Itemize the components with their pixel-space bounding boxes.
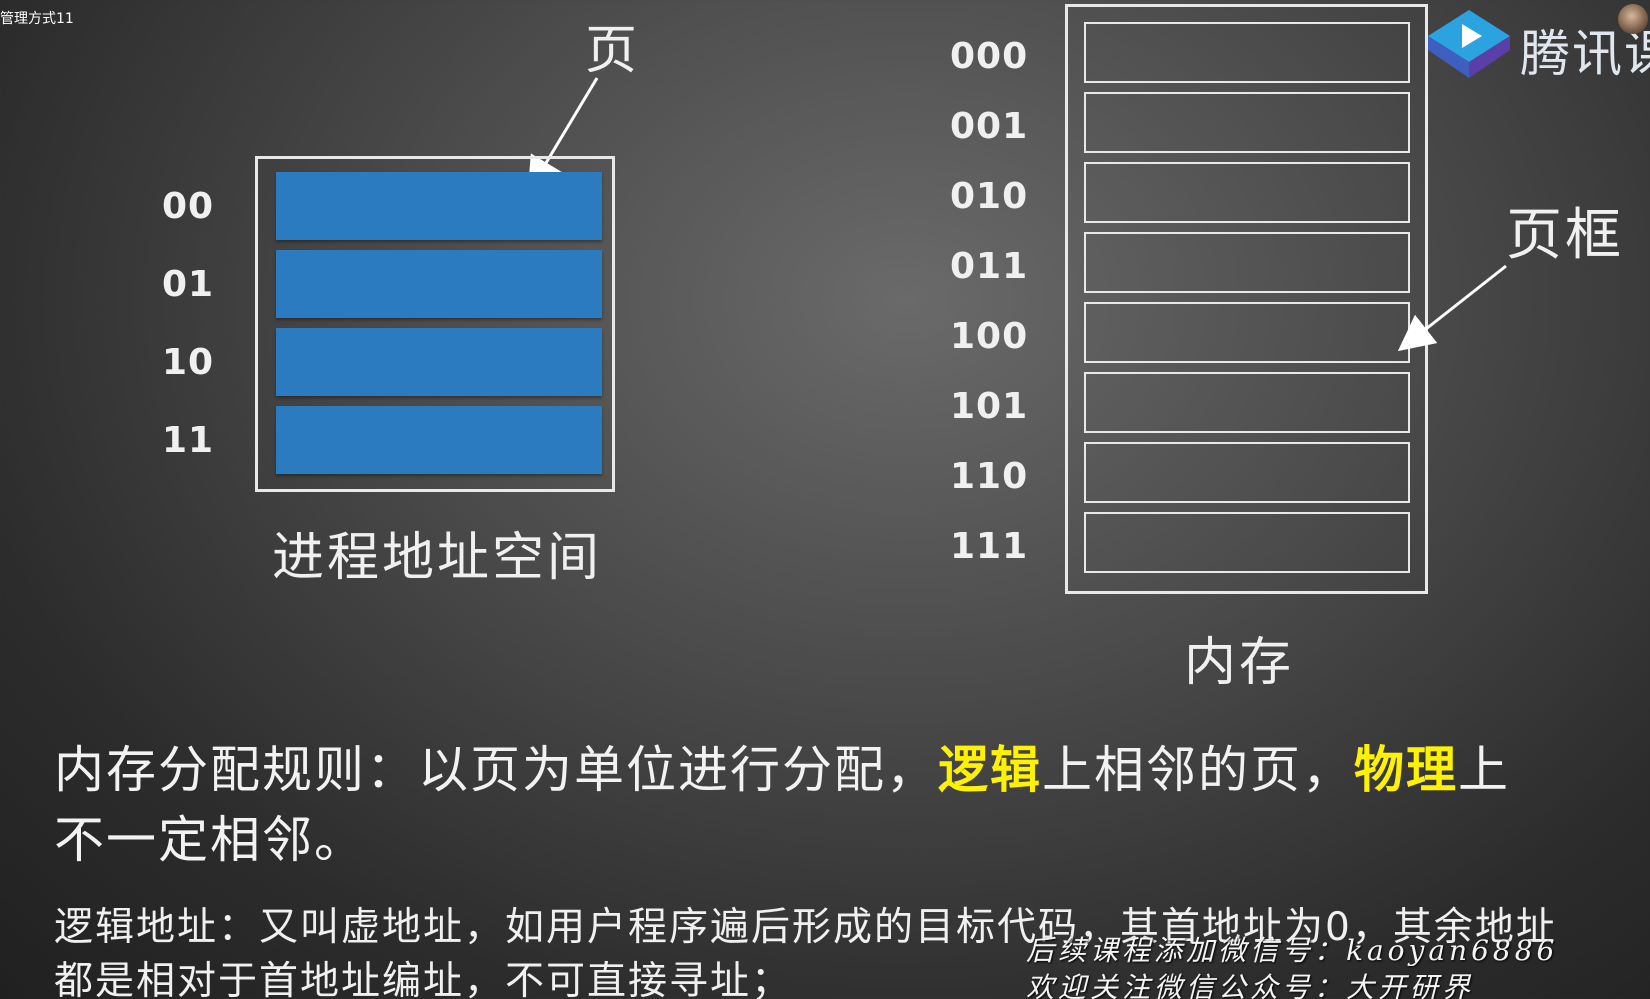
page-frame: [1084, 372, 1410, 433]
page-frame: [1084, 92, 1410, 153]
rule-middle: 上相邻的页，: [1042, 741, 1354, 799]
memory-address-label: 101: [950, 386, 1029, 427]
rule-highlight-physical: 物理: [1354, 741, 1458, 799]
tencent-classroom-logo-icon: [1424, 6, 1514, 86]
process-address-space-box: [255, 156, 615, 492]
page-frame: [1084, 302, 1410, 363]
brand-name: 腾讯课: [1520, 25, 1650, 83]
process-address-label: 11: [162, 420, 215, 461]
page-frame: [1084, 232, 1410, 293]
allocation-rule-line1: 内存分配规则：以页为单位进行分配，逻辑上相邻的页，物理上: [54, 730, 1510, 802]
page-block: [276, 250, 602, 318]
page-frame: [1084, 512, 1410, 573]
process-address-label: 00: [162, 186, 215, 227]
page-block: [276, 328, 602, 396]
memory-caption: 内存: [1184, 633, 1295, 693]
page-frame-label: 页框: [1506, 203, 1624, 268]
page-frame: [1084, 442, 1410, 503]
page-arrow-icon: [527, 77, 599, 194]
logical-address-note-line2: 都是相对于首地址编址，不可直接寻址；: [54, 959, 793, 999]
page-block: [276, 406, 602, 474]
memory-address-label: 000: [950, 36, 1029, 77]
process-address-label: 10: [162, 342, 215, 383]
memory-address-label: 111: [950, 526, 1029, 567]
page-block: [276, 172, 602, 240]
memory-box: [1065, 4, 1428, 594]
logical-address-note-line1: 逻辑地址：又叫虚地址，如用户程序遍后形成的目标代码，其首地址为0，其余地址: [54, 905, 1557, 950]
allocation-rule-line2: 不一定相邻。: [54, 811, 366, 869]
page-frame: [1084, 22, 1410, 83]
avatar: [1618, 4, 1648, 34]
memory-address-label: 110: [950, 456, 1029, 497]
page-frame-arrow-icon: [1397, 264, 1507, 352]
rule-highlight-logical: 逻辑: [938, 741, 1042, 799]
memory-address-label: 011: [950, 246, 1029, 287]
memory-address-label: 100: [950, 316, 1029, 357]
memory-address-label: 010: [950, 176, 1029, 217]
rule-suffix: 上: [1458, 741, 1510, 799]
page-label: 页: [585, 21, 641, 81]
process-address-space-caption: 进程地址空间: [272, 528, 603, 588]
wechat-overlay-line2: 欢迎关注微信公众号：大开研界: [1026, 971, 1475, 999]
process-address-label: 01: [162, 264, 215, 305]
page-frame: [1084, 162, 1410, 223]
wechat-overlay-line1: 后续课程添加微信号：kaoyan6886: [1026, 934, 1559, 967]
window-title: 管理方式11: [0, 11, 74, 27]
memory-address-label: 001: [950, 106, 1029, 147]
rule-prefix: 内存分配规则：以页为单位进行分配，: [54, 741, 938, 799]
